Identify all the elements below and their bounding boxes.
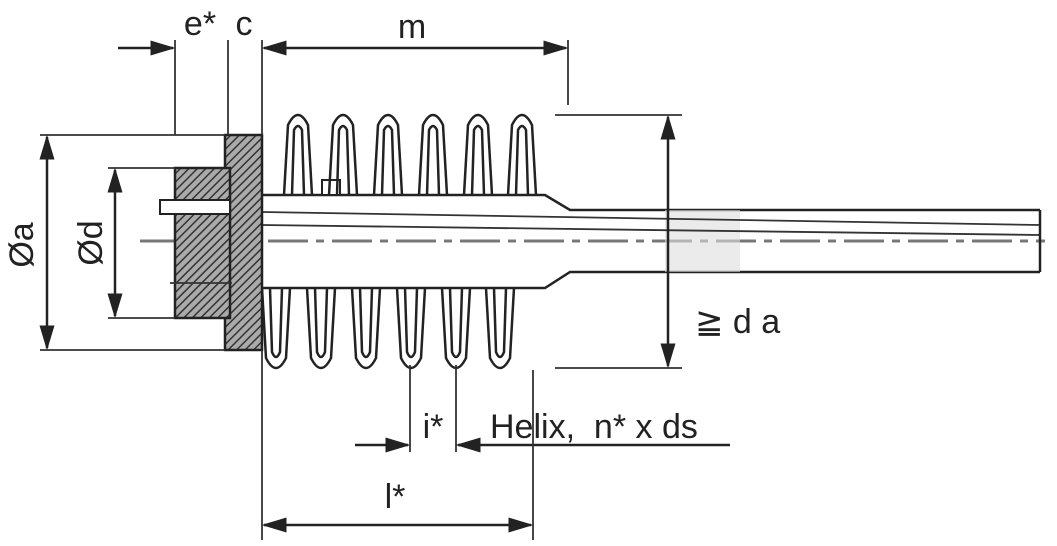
- label-diam-a: Øa: [3, 222, 41, 267]
- dim-diam-a: [39, 134, 225, 351]
- label-i: i*: [423, 408, 444, 446]
- helix-loop-top: [506, 113, 538, 196]
- dim-l: [261, 350, 534, 540]
- dim-pitch: [355, 365, 730, 453]
- dim-top: [118, 40, 569, 135]
- label-c: c: [236, 5, 253, 43]
- helix-loop-bottom: [484, 287, 516, 370]
- label-l: l*: [385, 478, 406, 516]
- helix-loop-top: [327, 113, 359, 196]
- helix-loop-bottom: [260, 287, 292, 370]
- anchor-head: [173, 166, 232, 320]
- helix-loop-bottom: [395, 287, 427, 370]
- trumpet: [261, 179, 1042, 290]
- label-helix: Helix, n* x ds: [490, 408, 698, 446]
- helix-loop-bottom: [305, 287, 337, 370]
- wedge-bolt: [159, 199, 231, 215]
- helix-loop-top: [417, 113, 449, 196]
- label-m: m: [398, 8, 426, 46]
- helix-coils: [260, 113, 538, 370]
- helix-loop-top: [282, 113, 314, 196]
- helix-loop-top: [372, 113, 404, 196]
- label-e: e*: [184, 5, 216, 43]
- label-diam-d: Ød: [72, 220, 110, 265]
- dim-diam-d: [107, 167, 175, 319]
- dim-da: [555, 114, 682, 369]
- label-da: ≧ d a: [695, 303, 780, 341]
- helix-loop-top: [462, 113, 494, 196]
- helix-loop-bottom: [350, 287, 382, 370]
- helix-loop-bottom: [440, 287, 472, 370]
